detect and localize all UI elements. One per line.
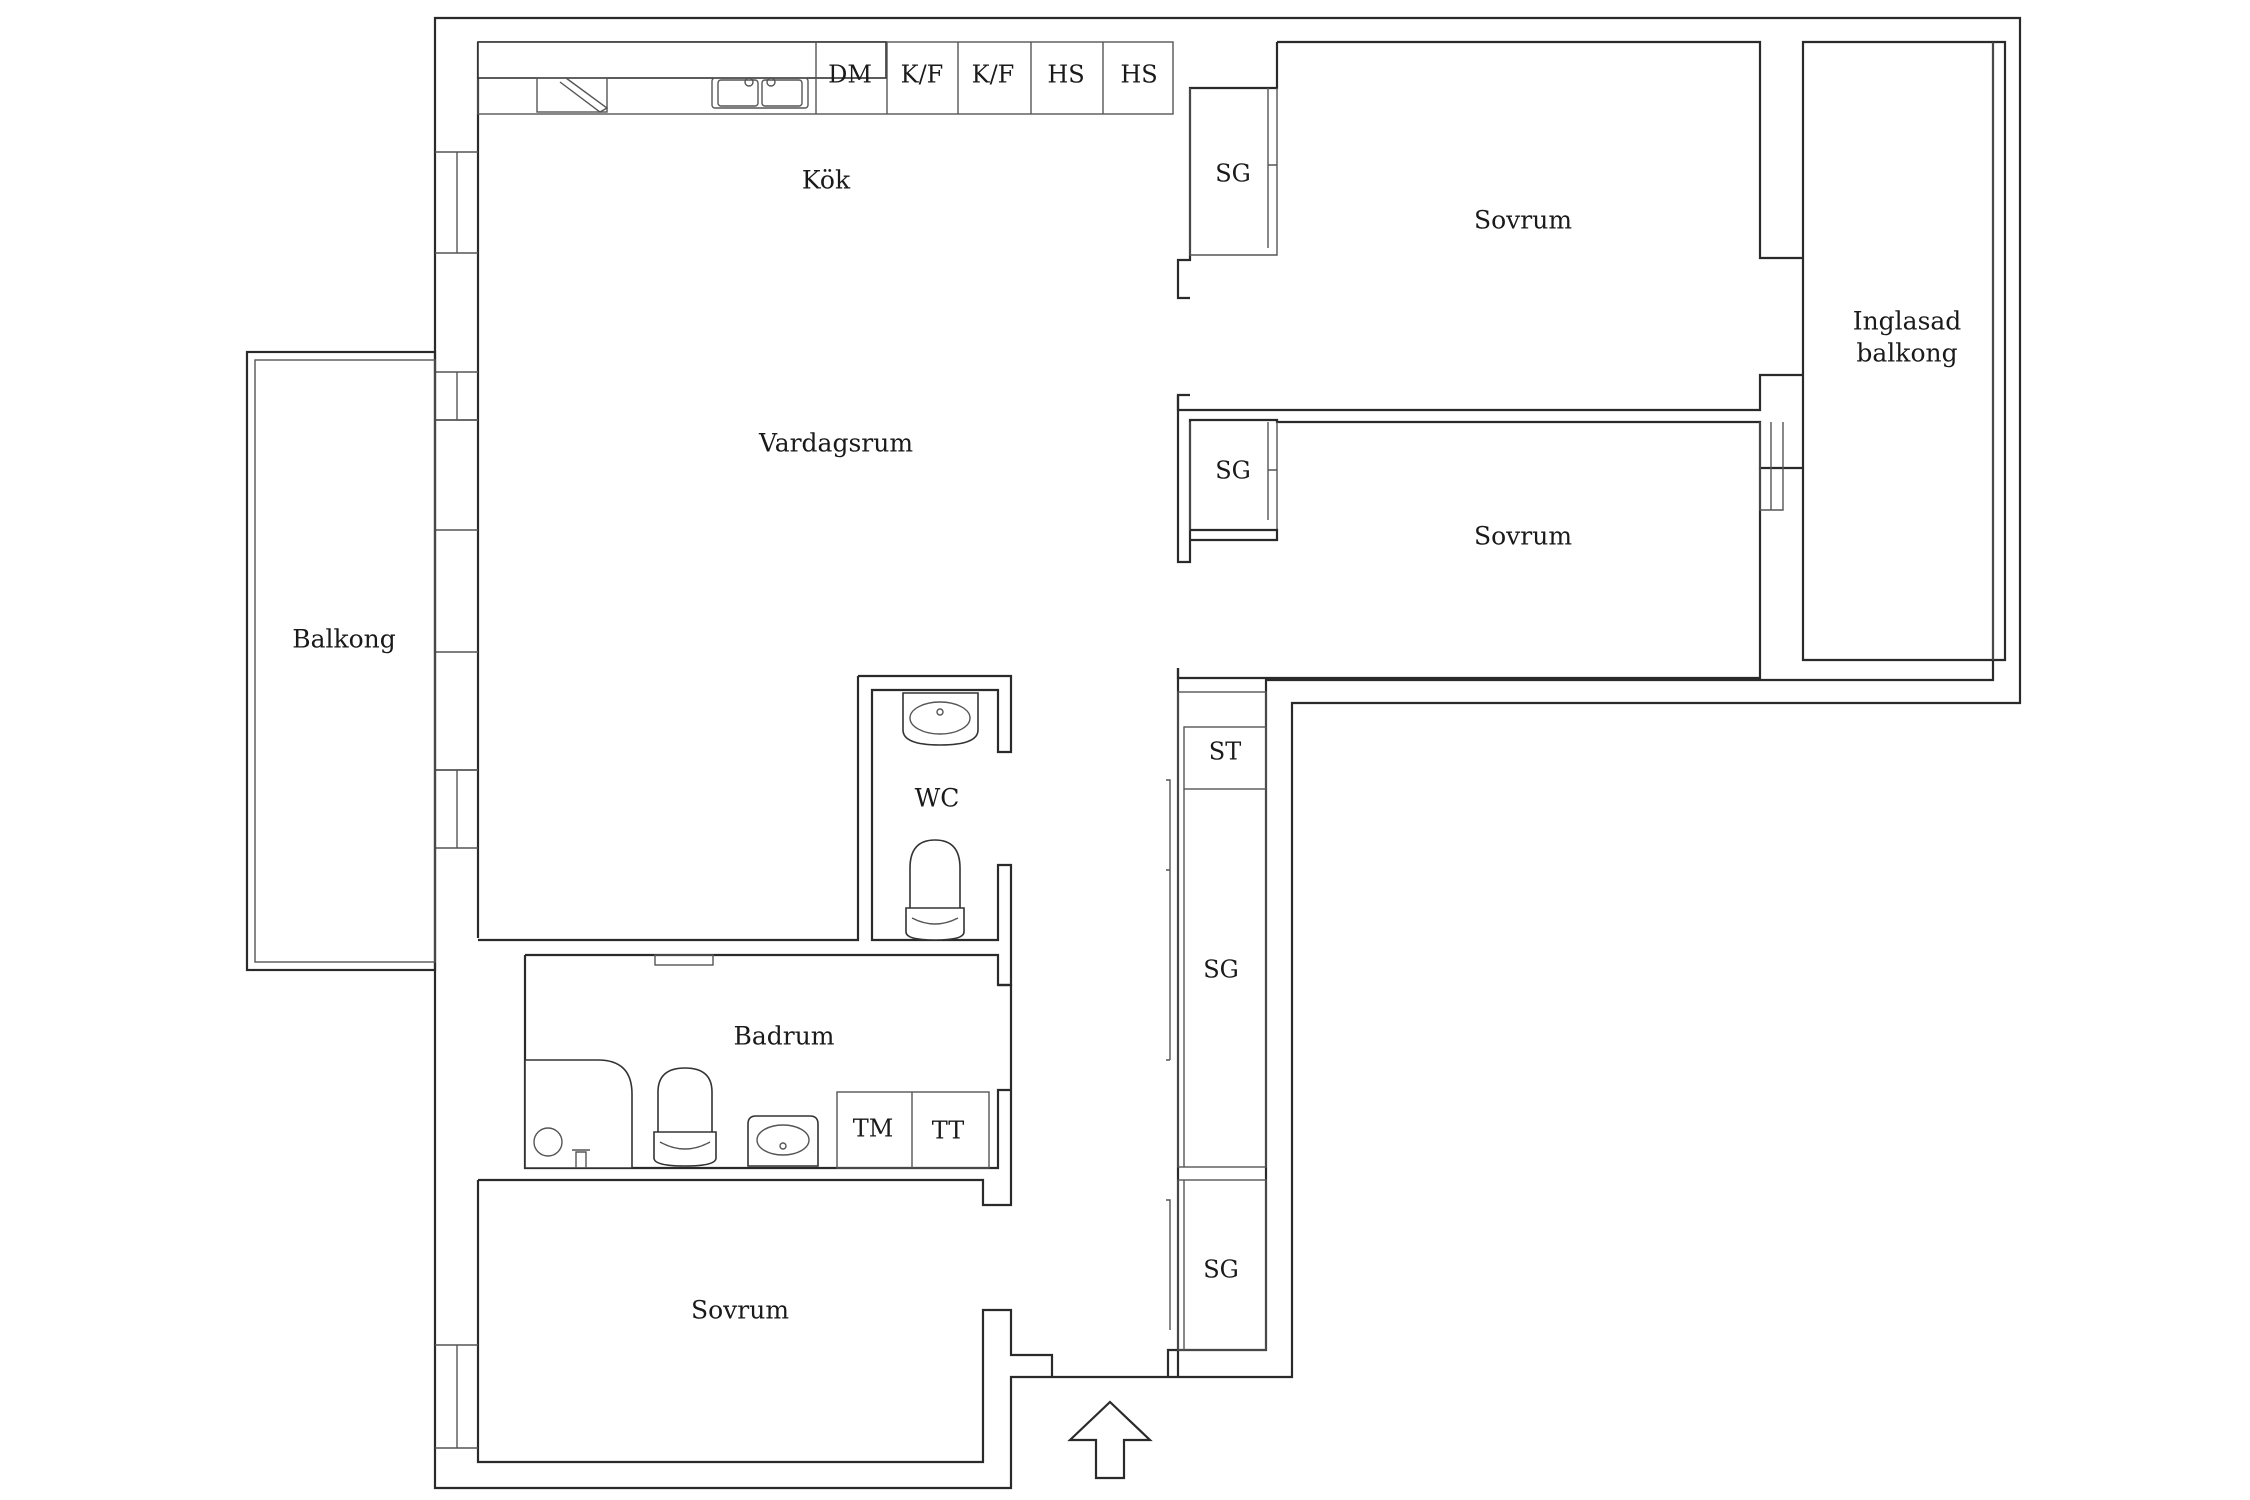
room-label-glazed-balcony-2: balkong — [1856, 339, 1957, 368]
room-label-bathroom: Badrum — [733, 1022, 834, 1051]
entrance-arrow-icon — [1067, 1400, 1153, 1480]
kitchen-unit-labels: DM K/F K/F HS HS — [828, 61, 1158, 89]
kitchen-counter — [477, 41, 1174, 115]
room-label-wc: WC — [915, 784, 960, 813]
label-sg-bedroom-2: SG — [1215, 457, 1251, 485]
room-label-bedroom-1: Sovrum — [1474, 206, 1572, 235]
label-tm: TM — [853, 1115, 894, 1143]
room-label-living-room: Vardagsrum — [758, 429, 913, 458]
balcony-left — [245, 350, 437, 972]
label-hs-1: HS — [1047, 61, 1084, 89]
room-label-balcony: Balkong — [292, 625, 396, 654]
label-tt: TT — [932, 1117, 964, 1145]
room-label-bedroom-3: Sovrum — [691, 1296, 789, 1325]
room-label-kitchen: Kök — [802, 166, 851, 195]
bathroom-walls — [478, 953, 1013, 1207]
hall-storage — [1166, 668, 1267, 1377]
room-label-bedroom-2: Sovrum — [1474, 522, 1572, 551]
bath-unit-labels: TM TT — [853, 1115, 965, 1145]
label-st-hall: ST — [1209, 738, 1241, 766]
wc-walls — [478, 674, 1013, 987]
windows-left — [435, 151, 478, 1449]
label-dm: DM — [828, 61, 872, 89]
label-kf-2: K/F — [972, 61, 1015, 89]
room-labels: Kök Vardagsrum Sovrum Sovrum Sovrum Balk… — [292, 166, 1961, 1325]
label-sg-bedroom-3: SG — [1203, 1256, 1239, 1284]
bedroom-1-walls — [1176, 40, 1803, 412]
storage-labels: SG SG ST SG SG — [1203, 160, 1251, 1284]
label-sg-bedroom-1: SG — [1215, 160, 1251, 188]
label-kf-1: K/F — [901, 61, 944, 89]
label-sg-hall: SG — [1203, 956, 1239, 984]
room-label-glazed-balcony-1: Inglasad — [1853, 307, 1962, 336]
label-hs-2: HS — [1120, 61, 1157, 89]
glazed-balcony — [1801, 40, 2007, 662]
